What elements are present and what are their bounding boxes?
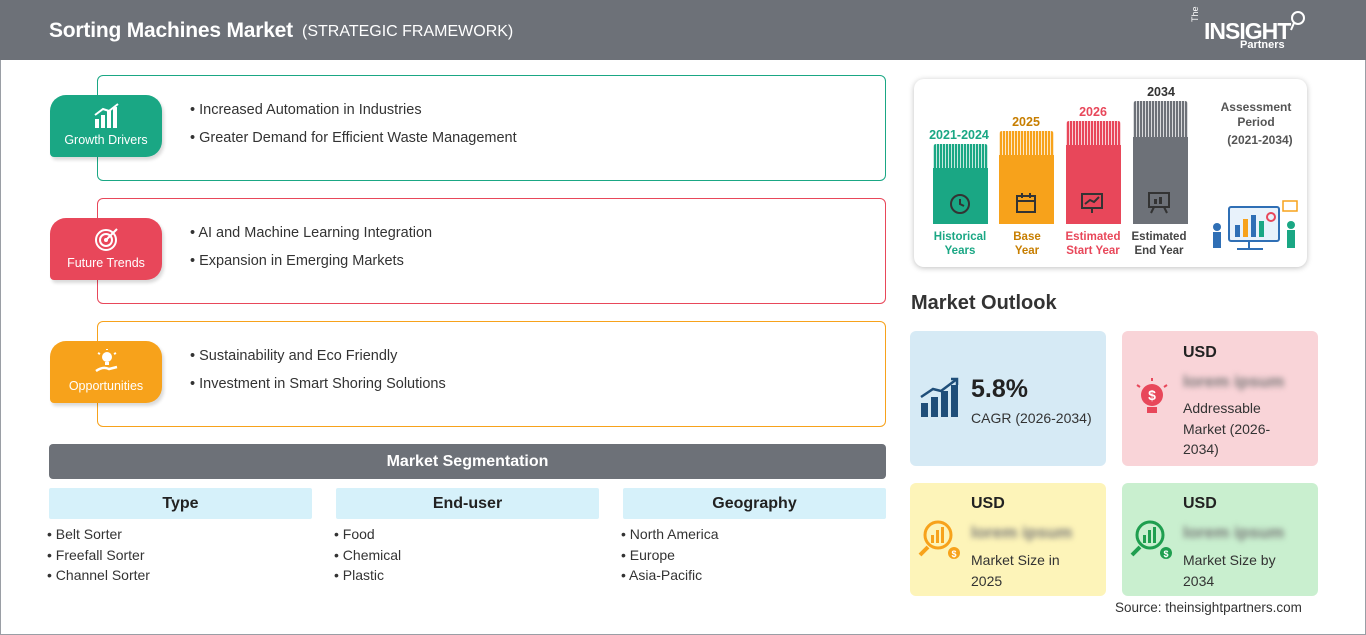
growth-drivers-label: Growth Drivers (64, 133, 148, 147)
magnifier-coin-icon: $ (1130, 520, 1172, 559)
page-subtitle: (STRATEGIC FRAMEWORK) (302, 23, 514, 40)
chart-screen-icon (1081, 193, 1103, 213)
growth-drivers-list: Increased Automation in Industries Great… (190, 96, 517, 152)
svg-text:$: $ (1148, 387, 1156, 403)
list-item: Expansion in Emerging Markets (190, 247, 432, 275)
timeline-year-historical: 2021-2024 (929, 128, 989, 142)
future-trends-card: AI and Machine Learning Integration Expa… (97, 198, 886, 304)
segment-end-user-list: Food Chemical Plastic (334, 524, 401, 586)
header-bar: Sorting Machines Market (STRATEGIC FRAME… (0, 0, 1366, 60)
list-item: Chemical (334, 545, 401, 566)
addressable-label: Addressable Market (2026-2034) (1183, 400, 1271, 457)
cagr-value: 5.8% (971, 375, 1028, 403)
magnifier-coin-icon: $ (918, 520, 960, 559)
list-item: Asia-Pacific (621, 565, 719, 586)
insight-partners-logo[interactable]: The INSIGHT Partners (1190, 6, 1320, 54)
list-item: Food (334, 524, 401, 545)
market-size-2025-box: $ USD lorem ipsum Market Size in 2025 (910, 483, 1106, 596)
timeline-bar-end (1133, 101, 1188, 224)
segment-type-header: Type (49, 488, 312, 519)
size-2034-usd-label: USD (1183, 495, 1217, 512)
list-item: Europe (621, 545, 719, 566)
timeline-caption-base: Base Year (1013, 231, 1041, 257)
presentation-icon (1148, 192, 1170, 214)
size-2025-value: lorem ipsum (971, 523, 1073, 542)
future-trends-label: Future Trends (67, 256, 145, 270)
timeline-year-base: 2025 (1012, 115, 1040, 129)
list-item: Freefall Sorter (47, 545, 150, 566)
timeline-caption-start: Estimated Start Year (1065, 231, 1121, 257)
timeline-bar-base (999, 131, 1054, 224)
cagr-box: 5.8% CAGR (2026-2034) (910, 331, 1106, 466)
list-item: Increased Automation in Industries (190, 96, 517, 124)
market-size-2034-box: $ USD lorem ipsum Market Size by 2034 (1122, 483, 1318, 596)
addressable-usd-label: USD (1183, 344, 1217, 361)
future-trends-tag: Future Trends (50, 218, 162, 280)
timeline-bar-start (1066, 121, 1121, 224)
list-item: North America (621, 524, 719, 545)
addressable-market-box: $ USD lorem ipsum Addressable Market (20… (1122, 331, 1318, 466)
cagr-growth-icon (920, 377, 959, 417)
growth-drivers-card: Increased Automation in Industries Great… (97, 75, 886, 181)
logo-magnifier-icon (1290, 11, 1305, 31)
size-2034-value: lorem ipsum (1183, 523, 1285, 542)
source-credit[interactable]: Source: theinsightpartners.com (1115, 600, 1302, 615)
future-trends-list: AI and Machine Learning Integration Expa… (190, 219, 432, 275)
list-item: Greater Demand for Efficient Waste Manag… (190, 124, 517, 152)
svg-text:$: $ (1163, 549, 1168, 559)
timeline-caption-end: Estimated End Year (1131, 231, 1187, 257)
timeline-caption-historical: Historical Years (933, 231, 987, 257)
timeline-year-end: 2034 (1147, 85, 1175, 99)
list-item: Sustainability and Eco Friendly (190, 342, 446, 370)
size-2034-label: Market Size by 2034 (1183, 552, 1276, 589)
history-icon (950, 194, 970, 214)
page-title: Sorting Machines Market (49, 19, 293, 42)
lightbulb-hand-icon (95, 349, 118, 373)
analyst-dashboard-illustration-icon (1213, 200, 1298, 250)
list-item: Channel Sorter (47, 565, 150, 586)
opportunities-label: Opportunities (68, 379, 144, 393)
segment-end-user-header: End-user (336, 488, 599, 519)
list-item: Belt Sorter (47, 524, 150, 545)
list-item: AI and Machine Learning Integration (190, 219, 432, 247)
target-icon (95, 228, 118, 251)
opportunities-list: Sustainability and Eco Friendly Investme… (190, 342, 446, 398)
svg-text:$: $ (951, 549, 956, 559)
addressable-value: lorem ipsum (1183, 372, 1285, 391)
segment-type-list: Belt Sorter Freefall Sorter Channel Sort… (47, 524, 150, 586)
timeline-bar-historical (933, 144, 988, 224)
segment-geography-list: North America Europe Asia-Pacific (621, 524, 719, 586)
market-outlook-title: Market Outlook (911, 292, 1057, 314)
growth-drivers-tag: Growth Drivers (50, 95, 162, 157)
bar-growth-icon (94, 103, 119, 128)
opportunities-card: Sustainability and Eco Friendly Investme… (97, 321, 886, 427)
timeline-year-start: 2026 (1079, 105, 1107, 119)
market-segmentation-header: Market Segmentation (49, 444, 886, 479)
calendar-icon (1016, 193, 1036, 213)
assessment-period-title: Assessment Period (1220, 100, 1292, 129)
list-item: Plastic (334, 565, 401, 586)
opportunities-tag: Opportunities (50, 341, 162, 403)
assessment-period-range: (2021-2034) (1227, 133, 1293, 147)
size-2025-label: Market Size in 2025 (971, 552, 1060, 589)
segment-geography-header: Geography (623, 488, 886, 519)
list-item: Investment in Smart Shoring Solutions (190, 370, 446, 398)
size-2025-usd-label: USD (971, 495, 1005, 512)
money-bulb-icon: $ (1136, 378, 1168, 413)
cagr-label: CAGR (2026-2034) (971, 410, 1092, 426)
